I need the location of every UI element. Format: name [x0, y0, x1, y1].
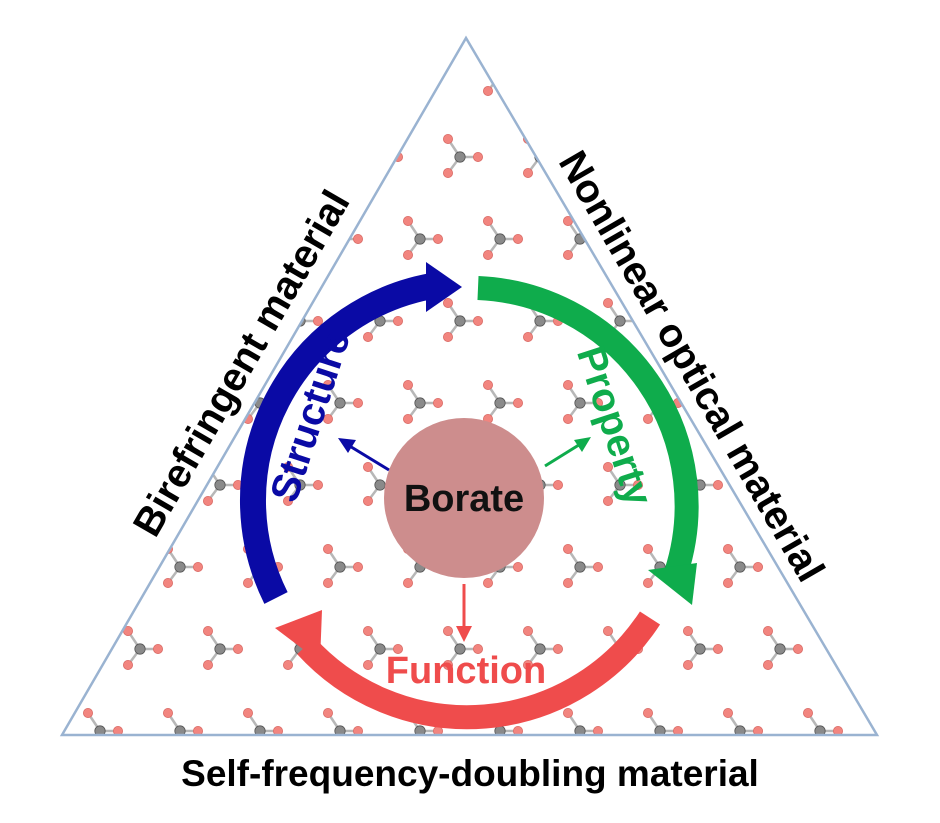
- bo3-unit: [763, 133, 804, 178]
- bo3-unit: [643, 52, 684, 97]
- bo3-unit: [482, 379, 524, 424]
- bo3-unit: [242, 708, 283, 735]
- bo3-unit: [883, 216, 922, 259]
- bo3-unit: [723, 52, 764, 97]
- bo3-unit: [62, 479, 84, 491]
- bo3-unit: [83, 52, 124, 97]
- bo3-unit: [242, 52, 283, 97]
- borate-circle: [384, 418, 544, 578]
- function-arrow: [297, 611, 661, 730]
- property-arrow: [477, 276, 699, 577]
- bo3-unit: [362, 626, 403, 671]
- triangle-outline: [59, 35, 880, 737]
- bo3-unit: [123, 626, 163, 671]
- bo3-unit: [442, 133, 483, 178]
- bo3-unit: [322, 708, 363, 735]
- bo3-unit: [83, 379, 124, 424]
- bo3-unit: [883, 380, 922, 423]
- function-label: Function: [386, 650, 546, 692]
- bo3-unit: [763, 626, 804, 671]
- property-pointer-head: [574, 437, 591, 452]
- bo3-unit: [803, 215, 844, 260]
- bo3-unit: [523, 626, 564, 671]
- bo3-unit: [3, 216, 42, 259]
- bo3-unit: [83, 544, 124, 589]
- bo3-unit: [83, 215, 124, 260]
- bo3-unit: [123, 297, 163, 342]
- bo3-unit: [162, 52, 203, 97]
- structure-pointer-head: [338, 438, 356, 453]
- bo3-unit: [442, 626, 483, 671]
- property-pointer-line: [544, 441, 583, 468]
- bo3-unit: [843, 297, 877, 342]
- bo3-unit: [242, 215, 283, 260]
- bo3-unit: [3, 380, 42, 423]
- bo3-unit: [683, 133, 724, 178]
- bo3-unit: [563, 379, 604, 424]
- function-arrowhead: [275, 610, 322, 662]
- bo3-lattice-pattern: [3, 52, 922, 751]
- bo3-unit: [803, 708, 844, 735]
- bo3-unit: [843, 133, 877, 178]
- bo3-unit: [482, 215, 524, 260]
- bo3-unit: [603, 133, 644, 178]
- bo3-unit: [723, 215, 764, 260]
- bo3-unit: [123, 133, 163, 178]
- bo3-unit: [603, 461, 644, 506]
- bo3-unit: [763, 297, 804, 342]
- structure-arrow: [240, 272, 440, 604]
- bo3-unit: [3, 708, 42, 751]
- bo3-unit: [843, 461, 877, 506]
- bo3-unit: [62, 643, 84, 655]
- bo3-unit: [402, 215, 443, 260]
- bo3-unit: [643, 708, 684, 735]
- bo3-unit: [803, 379, 844, 424]
- bo3-unit: [883, 708, 922, 751]
- center-label: Borate: [404, 478, 524, 520]
- bo3-unit: [202, 626, 243, 671]
- bo3-unit: [563, 52, 604, 97]
- bo3-unit: [883, 544, 922, 587]
- bo3-unit: [883, 52, 922, 95]
- bo3-unit: [563, 544, 604, 589]
- bo3-unit: [322, 544, 363, 589]
- bo3-unit: [62, 315, 84, 327]
- bo3-unit: [803, 52, 844, 97]
- bo3-unit: [843, 626, 877, 671]
- bo3-unit: [83, 708, 124, 735]
- bo3-unit: [282, 461, 323, 506]
- bo3-unit: [202, 133, 243, 178]
- bo3-unit: [482, 52, 524, 97]
- bo3-unit: [523, 297, 564, 342]
- bo3-unit: [683, 626, 724, 671]
- function-pointer-head: [456, 626, 472, 642]
- bo3-unit: [162, 215, 203, 260]
- bo3-unit: [202, 461, 243, 506]
- bo3-unit: [3, 52, 42, 95]
- bo3-unit: [3, 544, 42, 587]
- bo3-unit: [723, 708, 764, 735]
- structure-pointer-line: [347, 443, 390, 472]
- structure-arrowhead: [426, 262, 462, 312]
- bo3-unit: [282, 133, 323, 178]
- property-arrowhead: [648, 563, 697, 605]
- bo3-unit: [322, 379, 363, 424]
- bottom-side-label: Self-frequency-doubling material: [181, 753, 759, 794]
- bo3-unit: [563, 708, 604, 735]
- bo3-unit: [723, 544, 764, 589]
- bo3-unit: [402, 379, 443, 424]
- bo3-unit: [322, 52, 363, 97]
- bo3-unit: [162, 708, 203, 735]
- bo3-unit: [442, 297, 483, 342]
- bo3-unit: [62, 151, 84, 163]
